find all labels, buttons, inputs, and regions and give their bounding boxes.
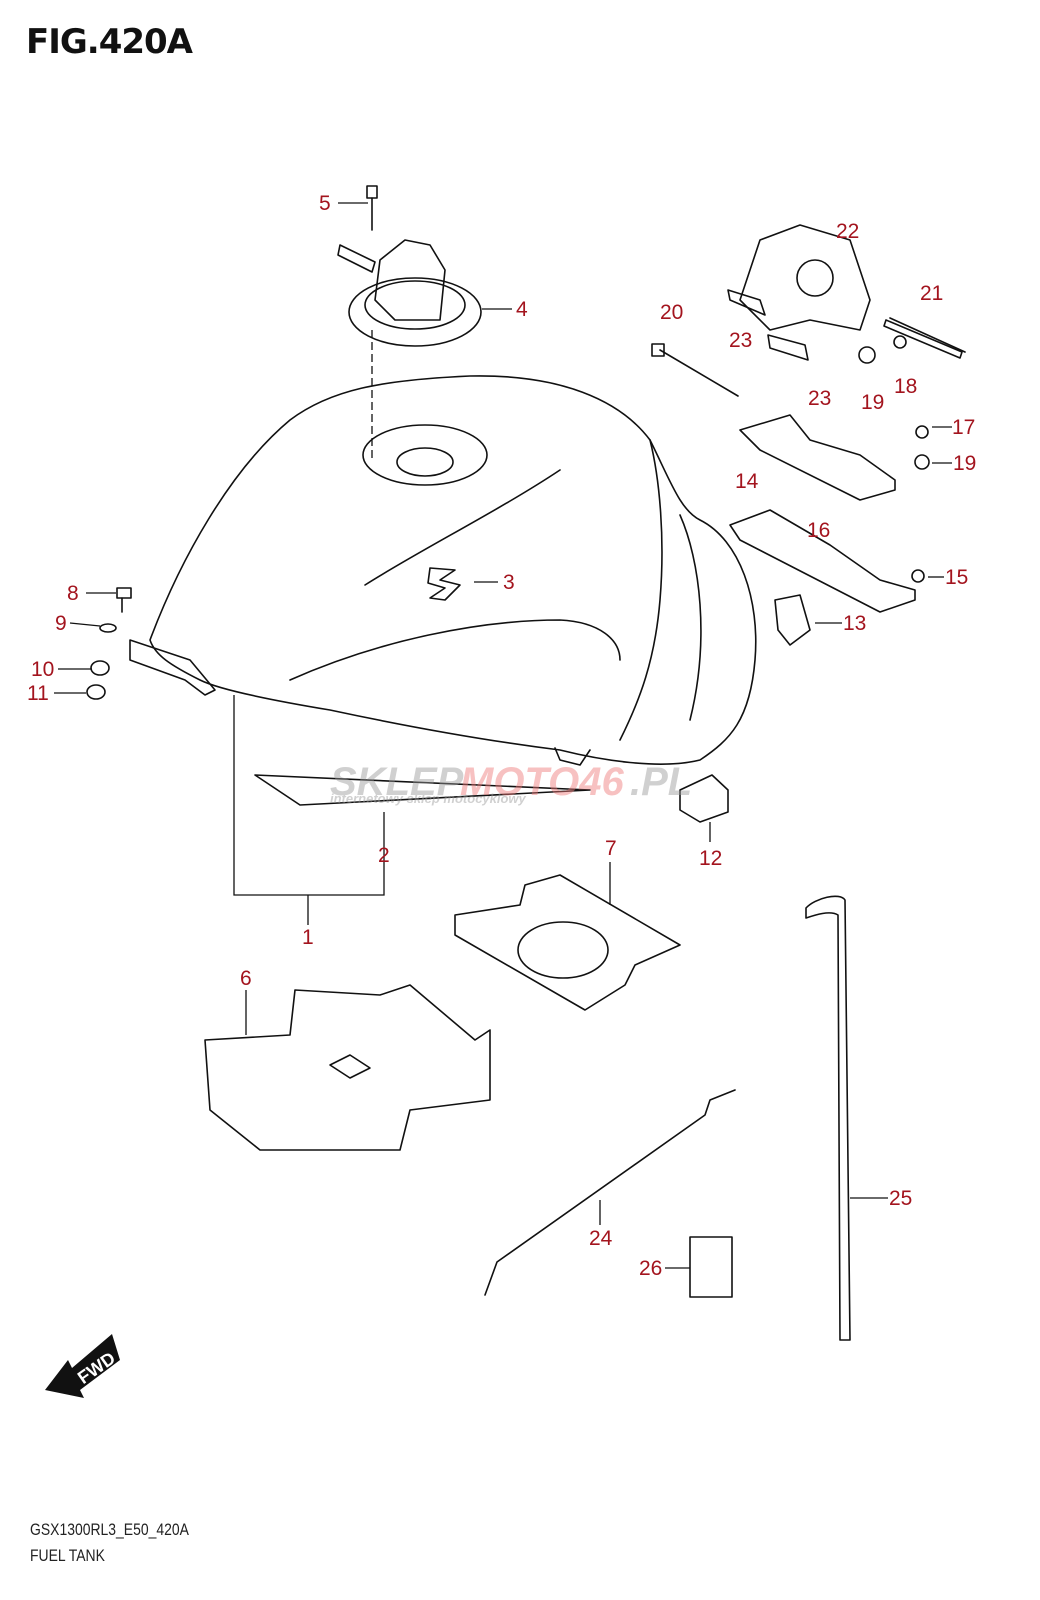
callout-22: 22 — [836, 220, 859, 243]
fuel-tank — [129, 375, 757, 766]
callout-7: 7 — [605, 837, 617, 860]
callout-10: 10 — [31, 658, 54, 681]
callout-17: 17 — [952, 416, 975, 439]
callout-16: 16 — [807, 519, 830, 542]
callout-3: 3 — [503, 571, 515, 594]
callout-numbers: 5 4 22 21 20 23 23 19 18 17 19 14 16 3 8… — [27, 192, 976, 1280]
callout-14: 14 — [735, 470, 759, 493]
callout-9: 9 — [55, 612, 67, 635]
callout-4: 4 — [516, 298, 528, 321]
callout-24: 24 — [589, 1227, 613, 1250]
callout-13: 13 — [843, 612, 866, 635]
callout-18: 18 — [894, 375, 917, 398]
svg-text:internetowy sklep motocyklowy: internetowy sklep motocyklowy — [330, 791, 527, 806]
svg-text:.PL: .PL — [630, 760, 692, 804]
callout-21: 21 — [920, 282, 943, 305]
tank-pads — [204, 874, 681, 1151]
callout-19: 19 — [861, 391, 884, 414]
hose — [805, 895, 851, 1341]
callout-23: 23 — [808, 387, 831, 410]
callout-12: 12 — [699, 847, 722, 870]
svg-text:SKLEP: SKLEP — [330, 760, 464, 804]
leader-lines — [54, 202, 952, 1269]
callout-1: 1 — [302, 926, 314, 949]
decal — [254, 774, 591, 806]
bracket-assembly — [651, 224, 966, 823]
callout-8: 8 — [67, 582, 79, 605]
callout-15: 15 — [945, 566, 968, 589]
fuel-cap — [337, 185, 482, 460]
callout-11: 11 — [27, 682, 49, 705]
model-code: GSX1300RL3_E50_420A — [30, 1520, 189, 1539]
rod — [484, 1089, 736, 1296]
callout-25: 25 — [889, 1187, 912, 1210]
svg-text:MOTO46: MOTO46 — [460, 760, 625, 804]
callout-19: 19 — [953, 452, 976, 475]
sheet — [689, 1236, 733, 1298]
callout-5: 5 — [319, 192, 331, 215]
callout-23: 23 — [729, 329, 752, 352]
forward-direction-arrow: FWD — [45, 1334, 120, 1398]
callout-20: 20 — [660, 301, 683, 324]
callout-2: 2 — [378, 844, 390, 867]
watermark-logo: SKLEP MOTO46 .PL internetowy sklep motoc… — [330, 760, 692, 806]
figure-title: FIG.420A — [26, 22, 193, 62]
callout-26: 26 — [639, 1257, 662, 1280]
emblem-3 — [427, 567, 461, 601]
callout-6: 6 — [240, 967, 252, 990]
mounting-hardware-left — [86, 587, 132, 700]
figure-name: FUEL TANK — [30, 1546, 105, 1565]
